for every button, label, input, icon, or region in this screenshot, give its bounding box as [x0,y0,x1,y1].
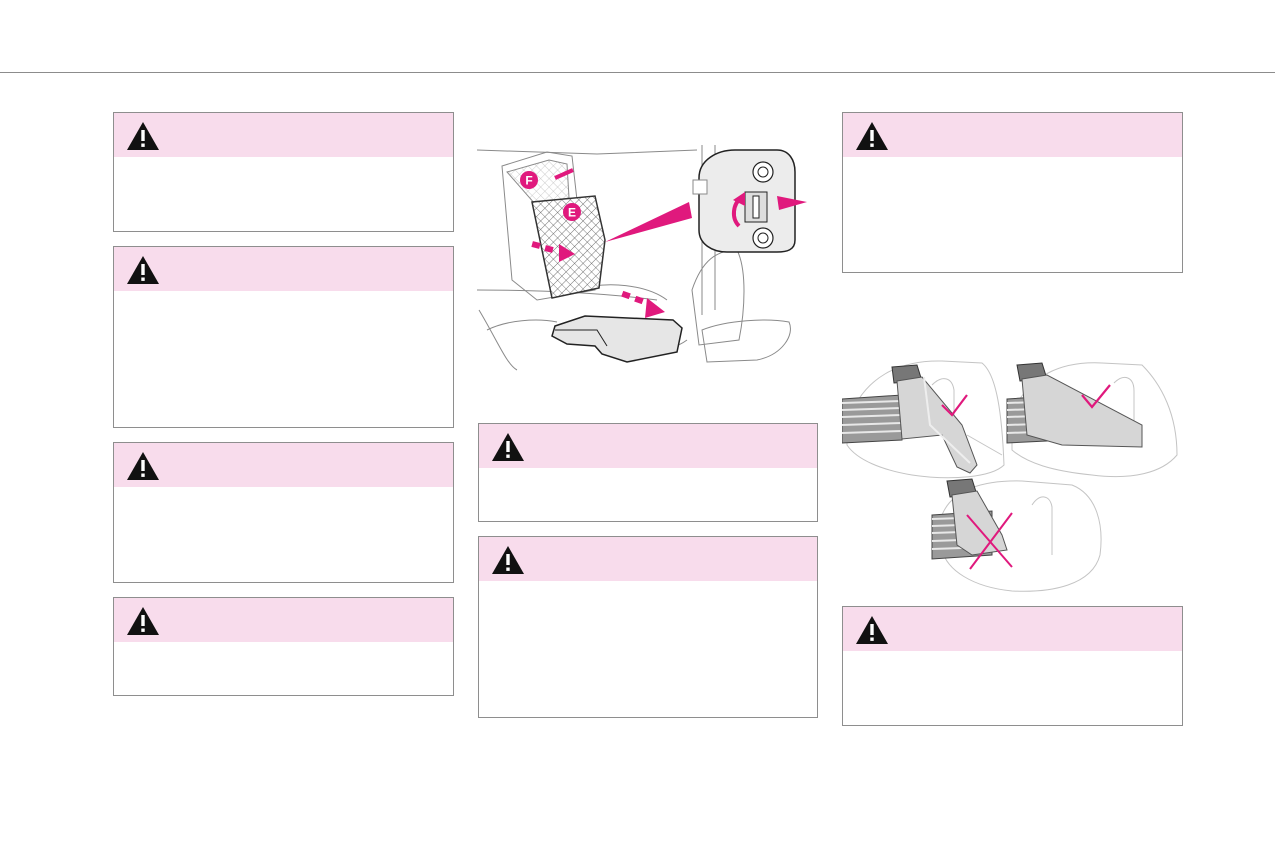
warning-box-8 [842,606,1183,726]
callout-f-label: F [525,174,532,188]
warning-box-1 [113,112,454,232]
seat-removal-illustration: F E [476,140,817,375]
warning-header [114,247,453,291]
cross-icon [966,512,1013,570]
warning-header [843,113,1182,157]
warning-triangle-icon [127,452,159,480]
warning-triangle-icon [127,256,159,284]
warning-triangle-icon [856,122,888,150]
warning-box-7 [842,112,1183,273]
callout-f [520,171,538,189]
warning-header [114,598,453,642]
check-icon [941,394,968,417]
callout-e [563,203,581,221]
callout-e-label: E [568,206,576,220]
warning-box-2 [113,246,454,428]
warning-triangle-icon [127,122,159,150]
warning-triangle-icon [492,433,524,461]
warning-header [114,113,453,157]
warning-box-6 [478,536,818,718]
warning-header [114,443,453,487]
header-rule [0,72,1275,73]
check-icon [1081,384,1111,409]
load-positioning-illustration [841,355,1182,595]
warning-triangle-icon [856,616,888,644]
warning-header [479,537,817,581]
warning-header [843,607,1182,651]
warning-box-4 [113,597,454,696]
warning-box-5 [478,423,818,522]
warning-header [479,424,817,468]
warning-triangle-icon [492,546,524,574]
warning-triangle-icon [127,607,159,635]
warning-box-3 [113,442,454,583]
